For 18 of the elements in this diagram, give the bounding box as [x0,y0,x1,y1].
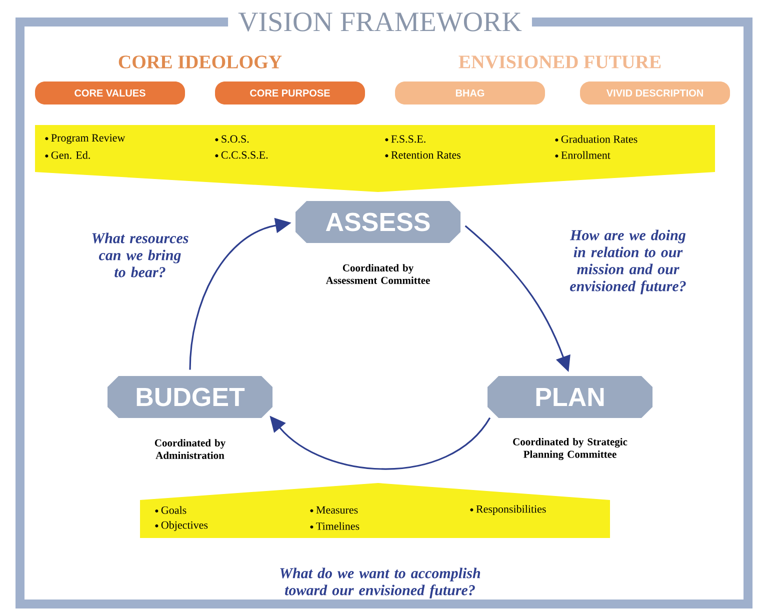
question-text: How are we doing in relation to our mission and our envisioned future? [570,230,686,294]
stage-box: PLAN [488,376,652,418]
stage-box: ASSESS [296,201,460,243]
stage-box: BUDGET [108,376,272,418]
pill-button: VIVID DESCRIPTION [580,82,730,104]
pill-button: BHAG [395,82,545,104]
stage-caption: Coordinated by Strategic Planning Committee [513,438,628,460]
section-heading: ENVISIONED FUTURE [458,56,661,68]
pill-button: CORE VALUES [35,82,185,104]
question-text: What do we want to accomplish toward our envisioned future? [280,568,480,598]
title: VISION FRAMEWORK [228,12,532,32]
stage-caption: Coordinated by Administration [154,439,226,459]
bullet-band: Goals Objectives Measures Timelines Responsibilities [140,483,610,538]
question-text: What resources can we bring to bear? [92,232,188,278]
section-heading: CORE IDEOLOGY [118,56,282,68]
bullet-band: Program Review Gen. Ed. S.O.S. C.C.S.S.E. F.S.S.E. Retention Rates Graduation Rates Enrollment [35,125,716,192]
stage-caption: Coordinated by Assessment Committee [326,264,430,284]
pill-button: CORE PURPOSE [215,82,365,104]
